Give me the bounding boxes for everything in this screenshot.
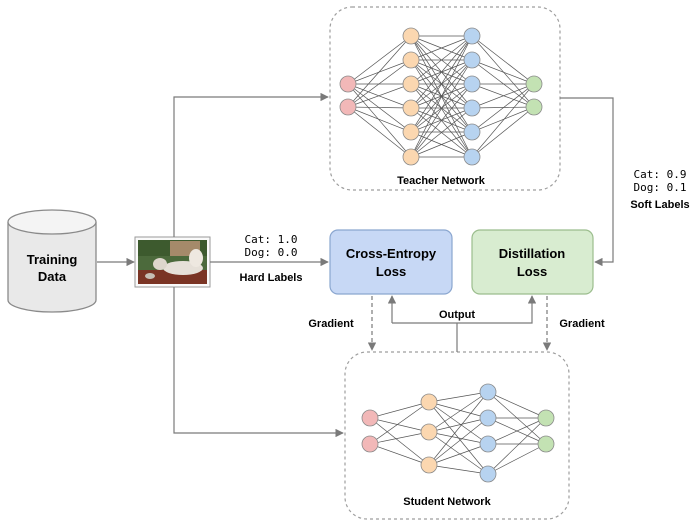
teacher-node-l2-n3 <box>463 99 481 117</box>
student-node-l2-n2 <box>479 435 497 453</box>
student-node-l1-n0 <box>420 393 438 411</box>
teacher-node-l1-n5 <box>402 148 420 166</box>
input-image <box>134 236 211 288</box>
student-network-graph <box>361 383 555 483</box>
teacher-node-l3-n1 <box>525 98 543 116</box>
output-label: Output <box>439 309 475 321</box>
soft-label-dog: Dog: 0.1 <box>634 181 687 194</box>
soft-labels-caption: Soft Labels <box>630 199 689 211</box>
teacher-node-l2-n2 <box>463 75 481 93</box>
student-node-l0-n0 <box>361 409 379 427</box>
cross-entropy-label-line2: Loss <box>376 264 406 279</box>
training-data-label-line2: Data <box>38 269 67 284</box>
teacher-node-l2-n4 <box>463 123 481 141</box>
teacher-network-container <box>329 6 561 191</box>
distillation-label-line1: Distillation <box>499 246 566 261</box>
teacher-node-l1-n3 <box>402 99 420 117</box>
teacher-node-l2-n0 <box>463 27 481 45</box>
student-node-l1-n1 <box>420 423 438 441</box>
distillation-loss-box: Distillation Loss <box>471 229 594 295</box>
cross-entropy-label-line1: Cross-Entropy <box>346 246 437 261</box>
student-node-l1-n2 <box>420 456 438 474</box>
hard-label-dog: Dog: 0.0 <box>245 246 298 259</box>
teacher-node-l3-n0 <box>525 75 543 93</box>
teacher-node-l0-n1 <box>339 98 357 116</box>
teacher-node-l0-n0 <box>339 75 357 93</box>
student-node-l3-n0 <box>537 409 555 427</box>
training-data-label-line1: Training <box>27 252 78 267</box>
student-node-l2-n3 <box>479 465 497 483</box>
arrow-image-to-teacher <box>173 92 329 237</box>
arrow-image-to-student <box>173 287 344 438</box>
teacher-node-l2-n5 <box>463 148 481 166</box>
teacher-node-l1-n2 <box>402 75 420 93</box>
teacher-node-l1-n1 <box>402 51 420 69</box>
student-network-container <box>344 351 570 520</box>
arrow-teacher-to-distillation <box>560 97 614 267</box>
student-node-l2-n0 <box>479 383 497 401</box>
student-connections <box>369 391 547 475</box>
gradient-label-right: Gradient <box>559 318 605 330</box>
teacher-node-l2-n1 <box>463 51 481 69</box>
teacher-node-l1-n0 <box>402 27 420 45</box>
gradient-label-left: Gradient <box>308 318 354 330</box>
student-node-l2-n1 <box>479 409 497 427</box>
student-node-l0-n1 <box>361 435 379 453</box>
teacher-node-l1-n4 <box>402 123 420 141</box>
teacher-network-label: Teacher Network <box>397 175 486 187</box>
student-node-l3-n1 <box>537 435 555 453</box>
hard-label-cat: Cat: 1.0 <box>245 233 298 246</box>
arrow-output-to-distillation <box>392 295 537 324</box>
hard-labels-caption: Hard Labels <box>240 272 303 284</box>
distillation-label-line2: Loss <box>517 264 547 279</box>
cross-entropy-loss-box: Cross-Entropy Loss <box>329 229 453 295</box>
soft-label-cat: Cat: 0.9 <box>634 168 687 181</box>
teacher-connections <box>347 35 535 158</box>
student-network-label: Student Network <box>403 496 491 508</box>
training-data-database: Training Data <box>7 209 97 313</box>
teacher-network-graph <box>339 27 543 166</box>
